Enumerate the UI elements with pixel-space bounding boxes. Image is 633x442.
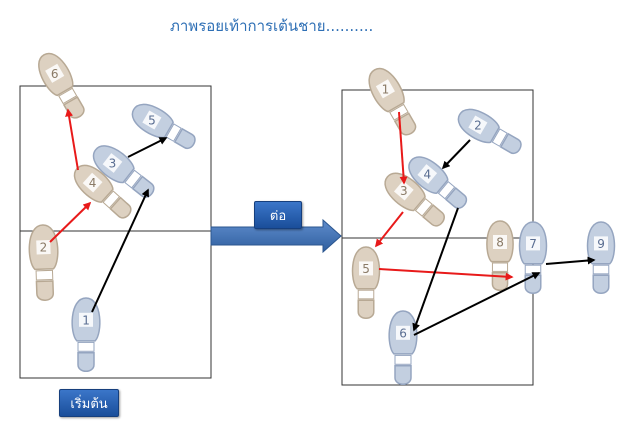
right-footprint-6-label-bg — [396, 325, 410, 340]
left-footprint-3-label-bg — [102, 153, 123, 173]
right-footprint-6-heel — [394, 365, 412, 386]
left-footprint-3-arch — [124, 169, 142, 189]
left-footprint-5-label: 5 — [148, 114, 156, 128]
right-footprint-3: 3 — [384, 172, 445, 227]
right-footprint-5: 5 — [351, 246, 381, 320]
left-footprint-2-arch — [35, 269, 54, 281]
right-footprint-6: 6 — [388, 310, 418, 386]
right-footprint-2: 2 — [457, 108, 522, 155]
left-footprint-4-label-bg — [82, 172, 103, 193]
left-footprint-5-heel — [173, 127, 196, 150]
left-footprint-6: 6 — [38, 52, 85, 119]
right-footprint-4-label-bg — [417, 164, 438, 184]
left-footprint-4-heel — [109, 196, 132, 219]
left-footprint-5: 5 — [131, 103, 196, 150]
left-footprint-2-label: 2 — [40, 241, 48, 255]
left-footprint-4: 4 — [73, 164, 132, 219]
right-footprint-7-label-bg — [526, 236, 540, 251]
left-arrow-4-to-6 — [65, 108, 79, 171]
left-footprint-2-label-bg — [36, 239, 51, 255]
right-footprint-9: 9 — [586, 221, 616, 295]
right-arrow-3-to-5 — [375, 211, 404, 248]
diagram-title: ภาพรอยเท้าการเต้นชาย.......... — [170, 17, 374, 35]
left-footprint-5-arch — [165, 123, 182, 142]
right-footprint-6-arch — [394, 354, 412, 365]
right-footprint-1-label-bg — [375, 79, 395, 99]
right-footprint-4-arch — [437, 181, 456, 200]
left-footprint-2: 2 — [28, 224, 59, 301]
right-arrow-7-to-9 — [545, 256, 596, 265]
right-footprint-1-label: 1 — [382, 82, 390, 96]
right-footprint-2-label: 2 — [474, 119, 482, 133]
next-button[interactable]: ต่อ — [254, 201, 302, 229]
right-footprint-2-arch — [491, 128, 508, 147]
right-footprint-3-label-bg — [393, 180, 414, 201]
right-arrow-5-to-8 — [378, 268, 514, 281]
left-footprint-4-arch — [102, 190, 121, 209]
left-footprint-1-heel — [77, 352, 95, 373]
left-footprint-4-label: 4 — [89, 176, 97, 190]
right-footprint-9-heel — [592, 274, 610, 295]
transition-arrow — [210, 218, 342, 254]
left-arrow-2-to-4 — [49, 201, 92, 243]
right-footprint-4-heel — [444, 186, 468, 209]
right-footprint-2-label-bg — [468, 115, 488, 135]
right-footprint-6-label: 6 — [399, 326, 407, 340]
right-footprint-7-heel — [524, 274, 542, 295]
right-footprint-5-heel — [357, 299, 375, 320]
right-arrow-6-to-7 — [413, 272, 541, 336]
right-footprint-8-label: 8 — [496, 236, 504, 250]
left-arrow-1-to-3 — [91, 188, 149, 313]
right-footprint-5-label: 5 — [362, 262, 370, 276]
right-footprint-9-label-bg — [594, 236, 608, 251]
right-footprint-7-label: 7 — [529, 237, 537, 251]
right-footprint-7: 7 — [518, 221, 548, 295]
left-footprint-1: 1 — [71, 297, 101, 373]
left-arrow-3-to-5 — [127, 137, 168, 158]
right-arrow-1-to-3 — [398, 111, 408, 185]
left-footprint-6-arch — [58, 87, 78, 105]
right-footprint-8: 8 — [486, 220, 514, 292]
right-footprint-3-arch — [414, 197, 433, 217]
left-footprint-2-heel — [35, 280, 55, 301]
right-footprint-4: 4 — [408, 156, 468, 209]
right-footprint-8-label-bg — [493, 235, 507, 249]
start-button[interactable]: เริ่มต้น — [59, 389, 119, 417]
left-footprint-1-label-bg — [79, 312, 93, 327]
right-footprint-1: 1 — [368, 67, 417, 136]
right-footprint-2-heel — [499, 132, 522, 155]
right-footprint-5-arch — [357, 289, 375, 300]
right-footprint-9-label: 9 — [597, 237, 605, 251]
left-footprint-1-arch — [77, 341, 95, 352]
left-footprint-5-label-bg — [142, 110, 162, 130]
right-footprint-5-label-bg — [359, 261, 373, 276]
left-footprint-1-label: 1 — [82, 313, 90, 327]
left-footprint-6-label: 6 — [51, 67, 59, 81]
right-footprint-3-heel — [422, 204, 445, 227]
right-footprint-3-label: 3 — [400, 184, 408, 198]
right-footprint-8-arch — [491, 262, 509, 272]
right-arrow-2-to-4 — [441, 139, 471, 170]
left-footprint-6-label-bg — [45, 63, 65, 83]
right-footprint-4-label: 4 — [423, 168, 431, 182]
right-arrow-4-to-6 — [412, 207, 459, 332]
left-footprint-3-label: 3 — [109, 157, 117, 171]
right-footprint-9-arch — [592, 264, 610, 275]
